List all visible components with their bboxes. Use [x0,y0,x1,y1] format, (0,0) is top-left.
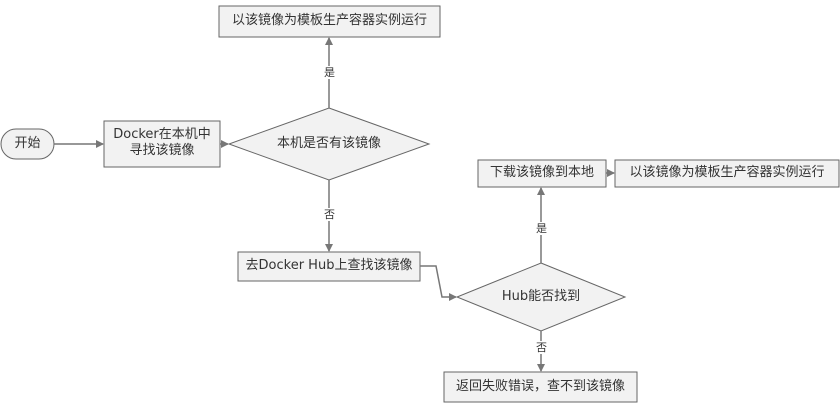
search-hub-label: 去Docker Hub上查找该镜像 [245,258,413,273]
search-local-line-1: Docker在本机中 [113,127,211,142]
edge-search-hub-to-check [420,265,457,301]
run-local-node [218,5,441,38]
run-downloaded-label: 以该镜像为模板生产容器实例运行 [629,165,825,180]
search-local-label: Docker在本机中 寻找该镜像 [104,127,220,160]
search-hub-node [237,251,421,282]
edge-no-hub-label: 否 [535,341,548,354]
check-hub-label: Hub能否找到 [501,289,581,304]
edge-yes-hub-label: 是 [535,222,548,235]
fail-label: 返回失败错误，查不到该镜像 [455,379,625,394]
search-local-line-2: 寻找该镜像 [129,143,195,159]
fail-node [443,371,638,403]
run-downloaded-node [614,159,840,188]
run-local-label: 以该镜像为模板生产容器实例运行 [231,13,427,28]
download-label: 下载该镜像到本地 [489,165,594,180]
edge-no-local-label: 否 [323,208,336,221]
check-local-label: 本机是否有该镜像 [276,136,381,151]
search-local-node [103,120,221,168]
start-label: 开始 [14,136,41,151]
edge-yes-local-label: 是 [323,66,336,79]
